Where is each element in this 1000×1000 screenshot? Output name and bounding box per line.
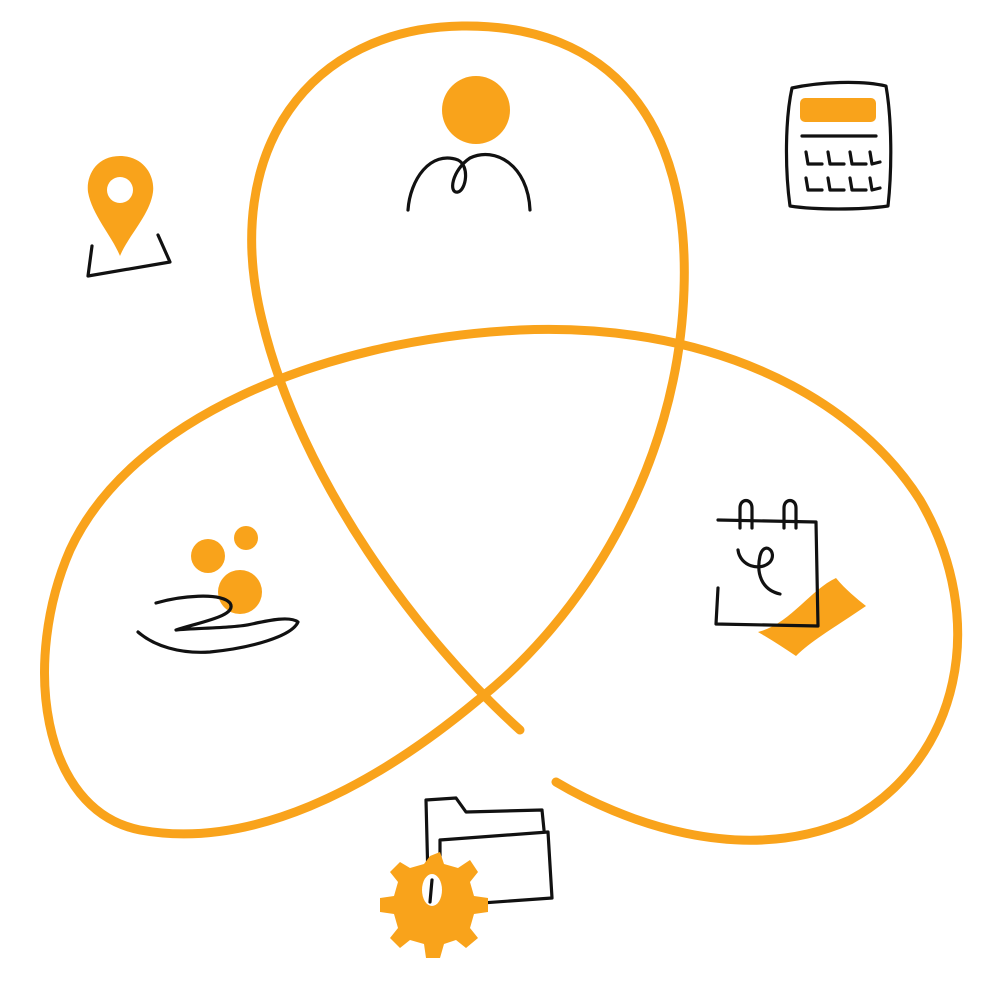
calculator-icon	[784, 80, 893, 211]
hand-coins-icon	[136, 526, 300, 654]
map-pin-icon	[86, 156, 172, 278]
trefoil-loop	[40, 21, 963, 845]
folder-gear-icon	[380, 796, 554, 958]
person-icon	[406, 76, 532, 212]
calendar-icon	[714, 498, 866, 656]
